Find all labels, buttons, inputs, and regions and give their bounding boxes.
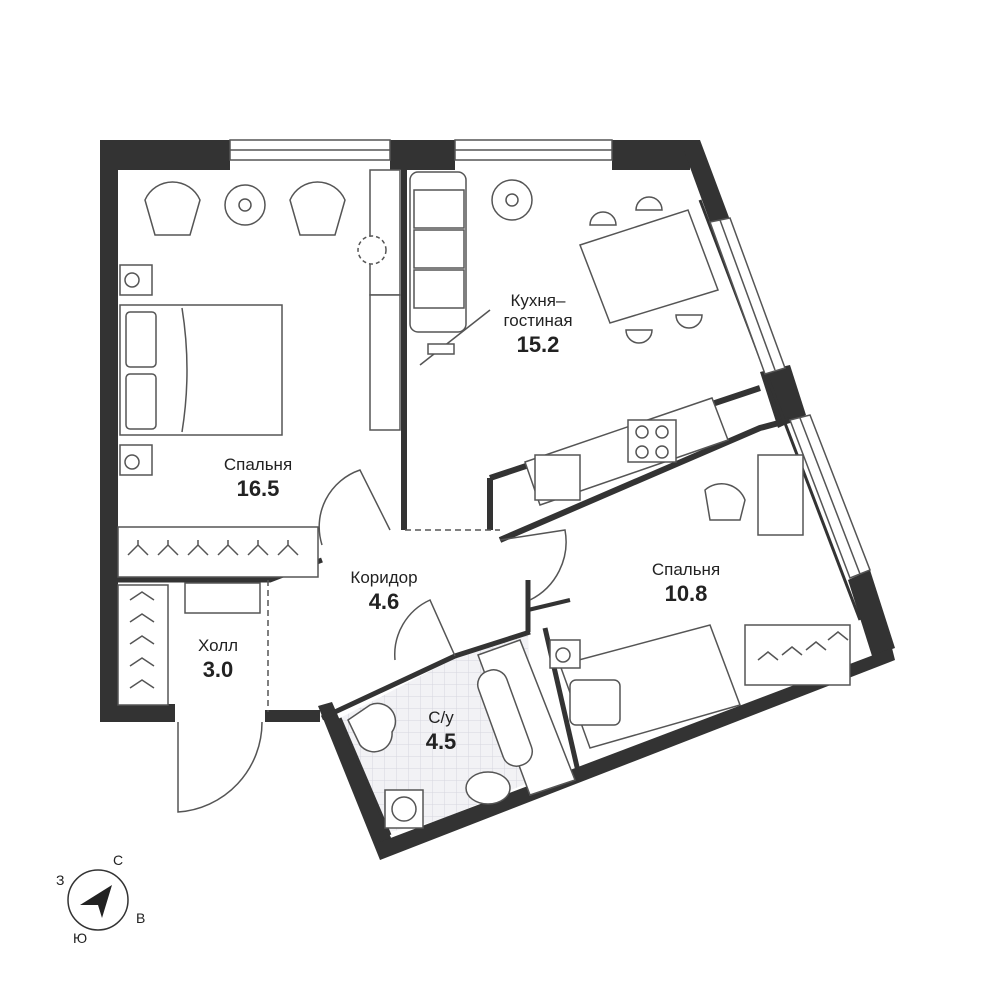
room-area: 15.2	[516, 332, 560, 357]
kitchen-living-furniture	[409, 171, 729, 506]
compass	[67, 869, 129, 931]
room-bathroom: С/у 4.5	[426, 708, 457, 756]
room-kitchen-living: Кухня– гостиная 15.2	[503, 291, 572, 359]
room-area: 10.8	[664, 581, 708, 606]
room-area: 16.5	[236, 476, 280, 501]
room-corridor: Коридор 4.6	[350, 568, 417, 616]
windows	[229, 139, 871, 579]
room-area: 4.5	[425, 729, 457, 754]
room-area: 3.0	[202, 657, 234, 682]
room-name: Холл	[197, 636, 239, 655]
compass-west: З	[56, 872, 65, 888]
room-bedroom-small: Спальня 10.8	[652, 560, 720, 608]
compass-east: В	[136, 910, 146, 926]
room-bedroom-large: Спальня 16.5	[224, 455, 292, 503]
room-name: Коридор	[350, 568, 418, 587]
doors	[177, 469, 567, 813]
room-hall: Холл 3.0	[198, 636, 238, 684]
room-name: С/у	[428, 708, 454, 727]
compass-arrow-icon	[80, 885, 112, 918]
bedroom-large-furniture	[117, 169, 401, 614]
hanger-icons-bedroom	[127, 540, 299, 556]
compass-north: С	[113, 852, 124, 868]
walls	[100, 140, 895, 860]
room-name: Кухня– гостиная	[503, 291, 573, 330]
compass-south: Ю	[73, 930, 88, 946]
room-name: Спальня	[651, 560, 721, 579]
room-name: Спальня	[223, 455, 293, 474]
hall-wardrobe	[117, 584, 169, 706]
hanger-icons-small	[757, 631, 849, 661]
room-area: 4.6	[368, 589, 400, 614]
bathroom-fixtures	[347, 639, 576, 829]
bedroom-small-furniture	[549, 454, 851, 749]
